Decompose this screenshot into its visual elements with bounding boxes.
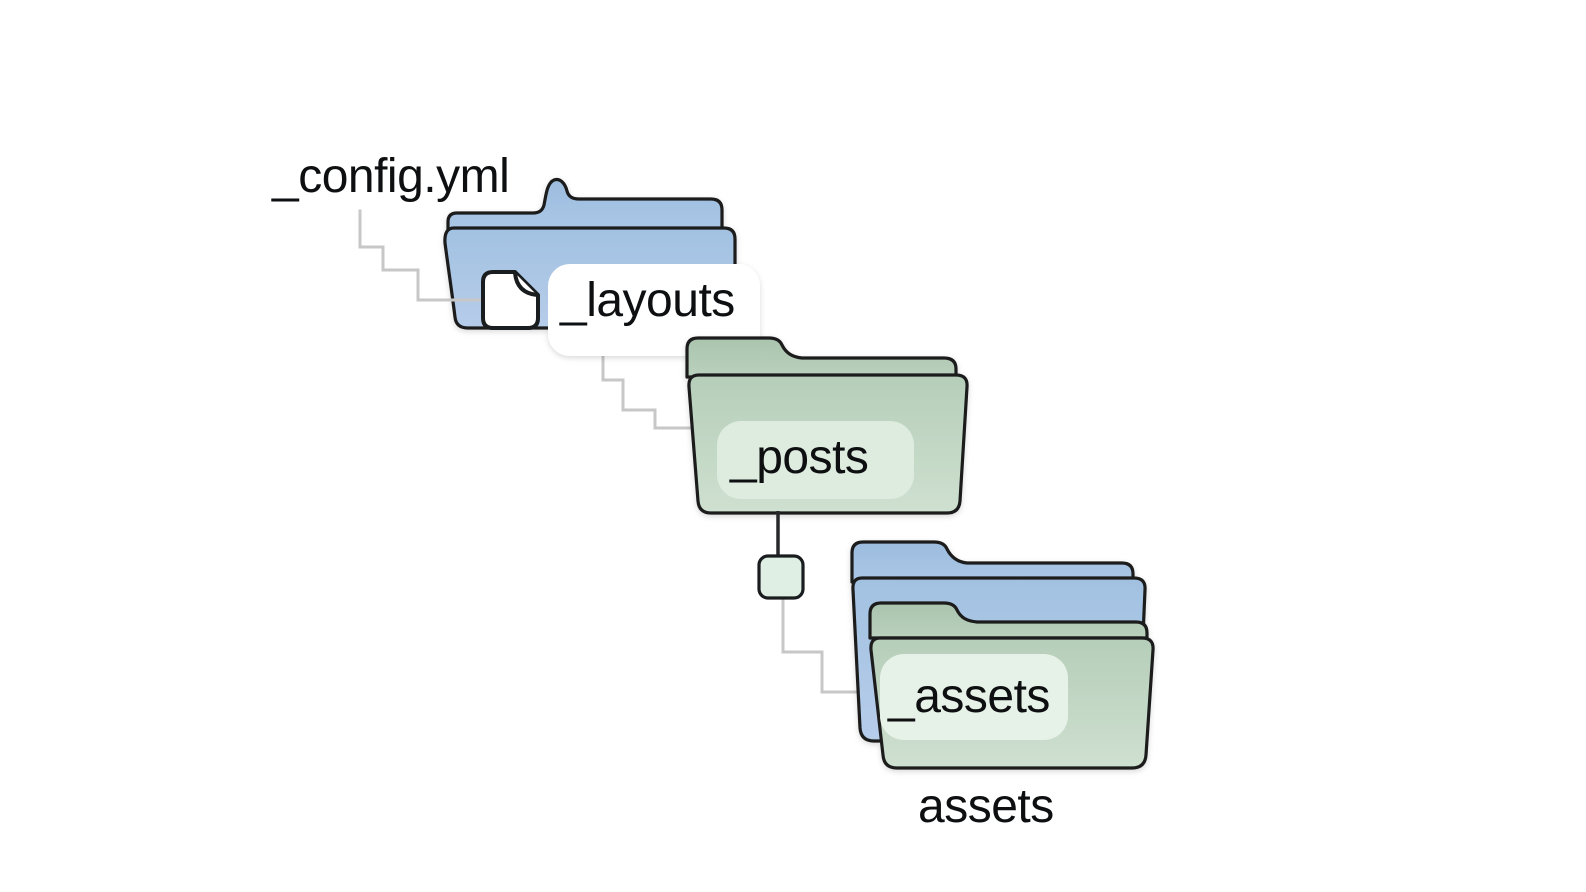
junction-square-icon	[757, 554, 805, 600]
layouts-folder-tab	[446, 177, 724, 232]
assets-label-pill	[880, 654, 1068, 740]
assets-folder-stack-icon	[850, 540, 1155, 770]
posts-folder-label: _posts	[729, 431, 868, 484]
assets-private-folder-label: _assets	[887, 670, 1050, 723]
posts-label-pill	[717, 421, 914, 499]
connector-config-to-layouts	[358, 209, 486, 302]
posts-folder-icon	[685, 336, 969, 515]
config-file-label: _config.yml	[271, 150, 509, 203]
layouts-label-cutout	[548, 264, 760, 356]
connector-layouts-to-posts	[601, 334, 691, 430]
posts-folder-tab	[685, 336, 958, 379]
document-fold-corner	[513, 271, 539, 297]
layouts-folder-label: _layouts	[559, 274, 735, 327]
connector-junction-to-assets	[781, 595, 862, 694]
assets-green-folder-tab	[868, 601, 1149, 640]
assets-blue-folder-tab	[850, 540, 1135, 584]
document-icon	[481, 270, 540, 330]
assets-public-folder-label: assets	[918, 780, 1054, 833]
